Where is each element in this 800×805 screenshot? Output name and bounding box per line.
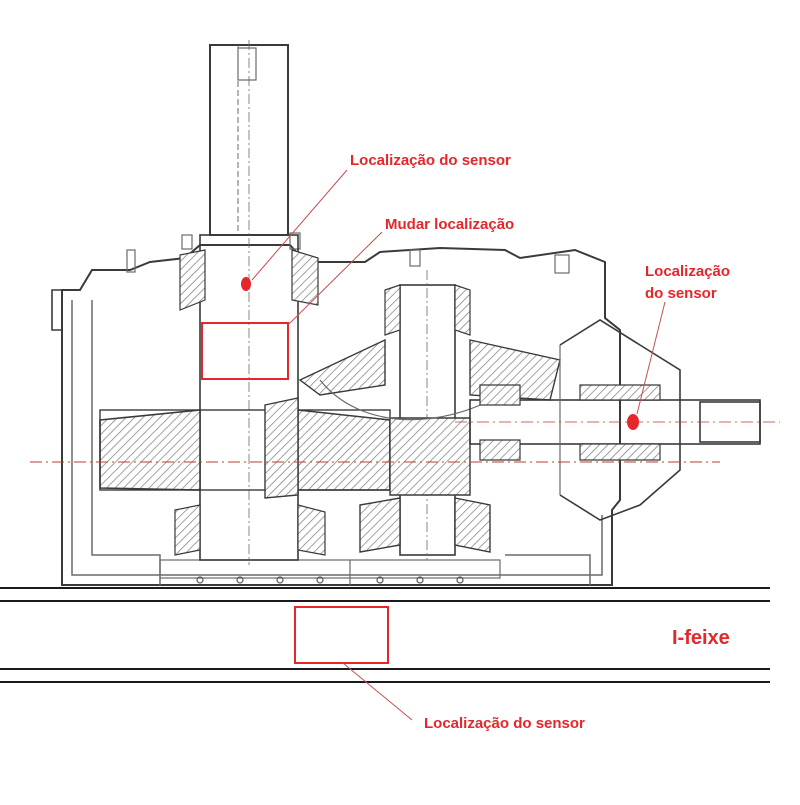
leader-right — [636, 301, 666, 415]
vertical-shaft — [199, 40, 299, 565]
beam-sensor-box — [294, 606, 389, 664]
input-shaft — [469, 319, 761, 521]
bevel-gear — [298, 338, 561, 421]
label-beam: I-feixe — [672, 627, 730, 649]
sensor-marker-right — [627, 414, 639, 430]
change-location-box — [201, 322, 289, 380]
leader-top — [251, 169, 348, 281]
label-sensor-bottom: Localização do sensor — [424, 715, 585, 732]
sensor-marker-top — [241, 277, 251, 291]
gearbox-housing — [51, 232, 621, 586]
main-gear — [99, 397, 391, 499]
leader-change — [287, 231, 383, 326]
label-sensor-right-line1: Localização — [645, 263, 731, 280]
annotations — [201, 169, 666, 721]
label-sensor-right-line2: do sensor — [645, 285, 717, 302]
upper-bearing — [179, 249, 319, 311]
lower-bearing — [174, 504, 326, 556]
i-beam — [0, 587, 770, 683]
intermediate-shaft — [359, 270, 491, 560]
leader-bottom — [342, 662, 413, 721]
label-sensor-top: Localização do sensor — [350, 152, 511, 169]
label-change-location: Mudar localização — [385, 216, 515, 233]
